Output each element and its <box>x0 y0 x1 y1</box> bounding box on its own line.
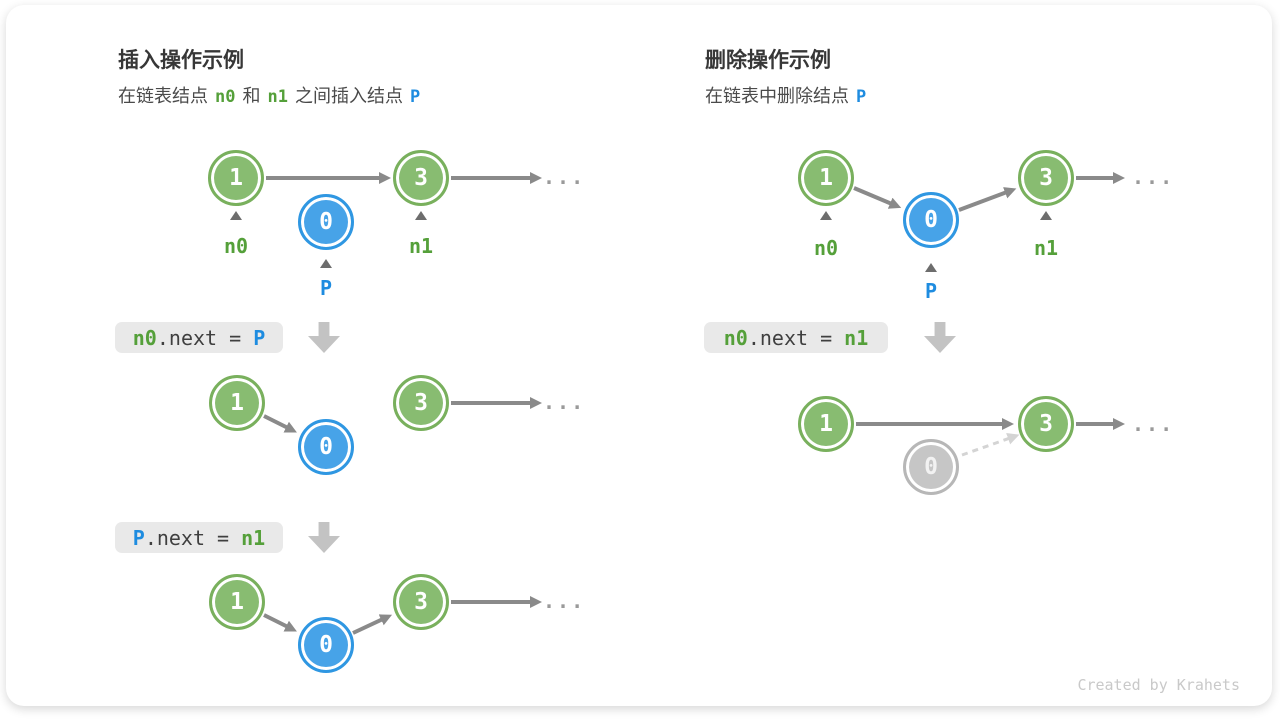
list-node: 3 <box>1018 150 1074 206</box>
down-block-arrow-icon <box>308 322 340 353</box>
node-value: 1 <box>229 165 243 191</box>
subtitle-text: 和 <box>242 86 261 106</box>
subtitle-text: 在链表结点 <box>118 86 208 106</box>
code-box-n0-next-n1: n0.next = n1 <box>704 322 888 353</box>
node-value: 0 <box>319 632 333 658</box>
node-value: 3 <box>414 589 428 615</box>
node-value: 1 <box>819 165 833 191</box>
code-token: n0 <box>132 325 157 350</box>
ellipsis-dots: ... <box>1132 165 1175 189</box>
node-value: 1 <box>230 390 244 416</box>
node-value: 3 <box>414 390 428 416</box>
node-value: 0 <box>319 434 333 460</box>
removed-node: 0 <box>903 439 959 495</box>
delete-section-subtitle: 在链表中删除结点 P <box>705 82 873 108</box>
up-caret-icon <box>820 211 832 220</box>
n1-token: n1 <box>267 87 288 107</box>
code-token: .next = <box>144 525 242 550</box>
node-value: 0 <box>924 454 938 480</box>
code-token: P <box>132 525 145 550</box>
node-value: 1 <box>230 589 244 615</box>
node-value: 1 <box>819 411 833 437</box>
code-token: n1 <box>844 325 869 350</box>
code-token: n0 <box>723 325 748 350</box>
list-node: 3 <box>393 375 449 431</box>
ellipsis-dots: ... <box>543 165 586 189</box>
list-node-p: 0 <box>298 194 354 250</box>
n0-token: n0 <box>215 87 236 107</box>
p-token: P <box>409 87 421 107</box>
node-value: 0 <box>319 209 333 235</box>
ellipsis-dots: ... <box>543 390 586 414</box>
insert-section-subtitle: 在链表结点 n0 和 n1 之间插入结点 P <box>118 82 427 108</box>
list-node: 1 <box>209 375 265 431</box>
list-node: 3 <box>393 574 449 630</box>
ellipsis-dots: ... <box>1132 412 1175 436</box>
code-token: .next = <box>156 325 254 350</box>
list-node-p: 0 <box>903 192 959 248</box>
node-value: 0 <box>924 207 938 233</box>
list-node: 3 <box>393 150 449 206</box>
insert-section-title: 插入操作示例 <box>118 49 244 72</box>
ref-label-p: P <box>924 279 938 303</box>
up-caret-icon <box>1040 211 1052 220</box>
up-caret-icon <box>320 259 332 268</box>
list-node: 1 <box>208 150 264 206</box>
code-token: .next = <box>747 325 845 350</box>
list-node: 1 <box>209 574 265 630</box>
down-block-arrow-icon <box>924 322 956 353</box>
node-value: 3 <box>1039 411 1053 437</box>
code-box-n0-next-p: n0.next = P <box>115 322 283 353</box>
list-node: 1 <box>798 150 854 206</box>
subtitle-text: 之间插入结点 <box>294 86 403 106</box>
ref-label-n1: n1 <box>408 234 434 258</box>
list-node: 3 <box>1018 396 1074 452</box>
ref-label-p: P <box>319 276 333 300</box>
ref-label-n0: n0 <box>223 234 249 258</box>
delete-section-title: 删除操作示例 <box>705 49 831 72</box>
ellipsis-dots: ... <box>543 589 586 613</box>
list-node-p: 0 <box>298 419 354 475</box>
code-box-p-next-n1: P.next = n1 <box>115 522 283 553</box>
node-value: 3 <box>1039 165 1053 191</box>
down-block-arrow-icon <box>308 522 340 553</box>
p-token: P <box>856 87 867 107</box>
list-node-p: 0 <box>298 617 354 673</box>
code-token: P <box>253 325 266 350</box>
ref-label-n1: n1 <box>1033 236 1059 260</box>
subtitle-text: 在链表中删除结点 <box>705 86 849 106</box>
ref-label-n0: n0 <box>813 236 839 260</box>
list-node: 1 <box>798 396 854 452</box>
up-caret-icon <box>925 263 937 272</box>
up-caret-icon <box>230 211 242 220</box>
node-value: 3 <box>414 165 428 191</box>
code-token: n1 <box>241 525 266 550</box>
up-caret-icon <box>415 211 427 220</box>
watermark-credit: Created by Krahets <box>1077 676 1240 694</box>
